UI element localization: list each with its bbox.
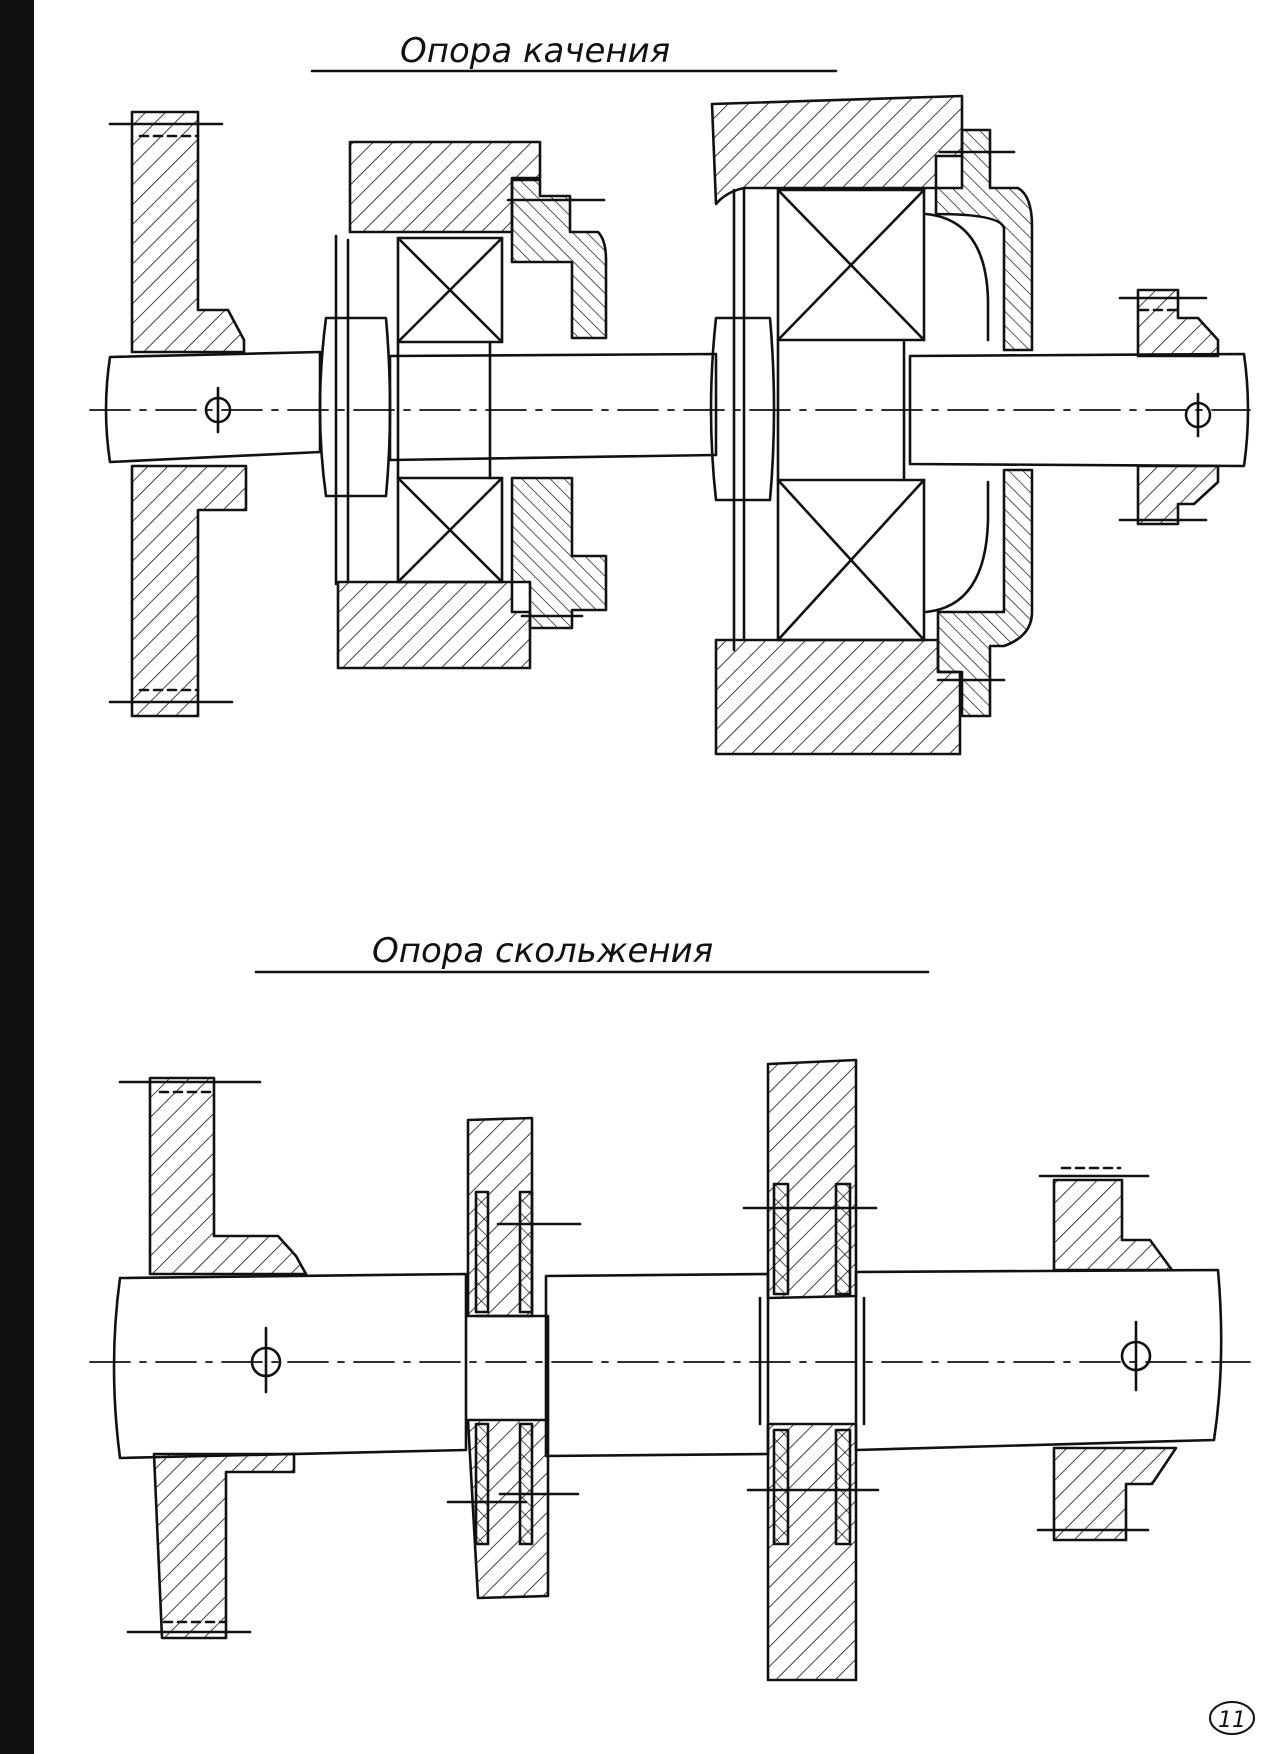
- left-bearing-housing: [334, 140, 608, 670]
- title-rolling-bearing: Опора качения: [400, 31, 670, 71]
- shaft-top: [89, 350, 1251, 468]
- right-hub-bottom: [1036, 1166, 1178, 1542]
- page-number: 11: [1218, 1708, 1246, 1733]
- right-hub-top: [1118, 288, 1220, 526]
- spacer-nut-right: [709, 316, 776, 502]
- sliding-bearing-assembly: [89, 1058, 1251, 1682]
- ball-bearing-right: [776, 188, 926, 642]
- spacer-nut-left: [318, 316, 392, 498]
- title-sliding-bearing: Опора скольжения: [372, 931, 713, 971]
- shaft-bottom: [89, 1268, 1251, 1460]
- rolling-bearing-assembly: [89, 94, 1251, 756]
- ball-bearing-left: [396, 236, 504, 584]
- left-flange-top: [108, 110, 248, 718]
- sliding-bearing-right: [742, 1058, 880, 1682]
- page-number-mark: 11: [1209, 1701, 1255, 1735]
- right-bearing-housing: [710, 94, 1034, 756]
- left-flange-bottom: [118, 1076, 308, 1640]
- sliding-bearing-left: [446, 1116, 582, 1600]
